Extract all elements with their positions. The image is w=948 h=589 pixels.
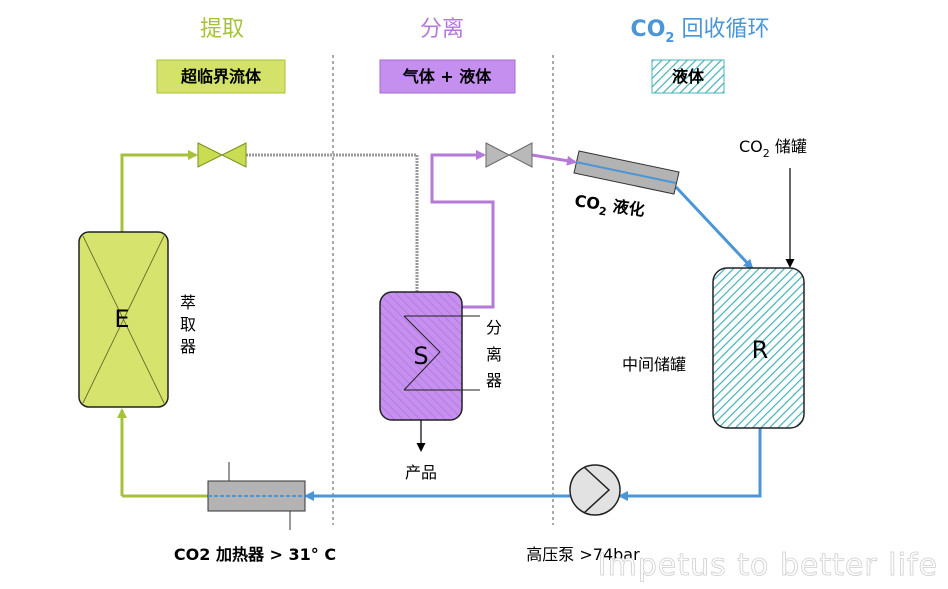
reservoir-label: 中间储罐 — [622, 355, 686, 374]
reservoir-vessel: R — [712, 267, 805, 429]
extractor-vessel: E — [78, 231, 169, 408]
high-pressure-pump-icon — [569, 464, 621, 516]
product-label: 产品 — [405, 463, 437, 482]
watermark: Impetus to better life — [598, 548, 938, 583]
separate-tag: 气体 + 液体 — [402, 67, 493, 86]
pipe-separator-to-valve — [430, 150, 495, 309]
recycle-tag: 液体 — [672, 67, 705, 86]
condenser-label-co: CO — [573, 191, 601, 213]
co2-heater-unit — [207, 462, 306, 530]
co2-storage-co: CO — [739, 137, 763, 156]
valve-extraction-icon — [197, 142, 247, 168]
extract-tag: 超临界流体 — [180, 67, 262, 86]
pipe-valve-to-condenser — [531, 153, 577, 166]
pipe-reservoir-to-pump — [618, 428, 762, 501]
separator-vessel: S — [379, 291, 480, 421]
extractor-letter: E — [114, 305, 129, 333]
condenser-unit — [573, 150, 680, 195]
condenser-label-sub: 2 — [598, 205, 607, 219]
condenser-label-rest: 液化 — [606, 196, 646, 220]
extractor-label-1: 萃 — [180, 293, 196, 312]
pump-label: 高压泵 >74bar — [526, 545, 640, 564]
recycle-title-co: CO — [631, 17, 666, 42]
valve-separation-icon — [485, 142, 533, 168]
pipe-extractor-to-valve — [120, 150, 198, 232]
separator-label-1: 分 — [486, 318, 502, 337]
separate-tag-box — [379, 59, 516, 94]
separator-letter: S — [413, 342, 428, 370]
separator-label-3: 器 — [486, 371, 502, 390]
extractor-label-3: 器 — [180, 337, 196, 356]
extractor-label-2: 取 — [180, 315, 196, 334]
extract-tag-box — [156, 59, 286, 94]
co2-storage-label: CO2 储罐 — [739, 137, 807, 160]
condenser-label: CO2 液化 — [573, 191, 646, 224]
separate-title: 分离 — [420, 17, 464, 42]
heater-label: CO2 加热器 > 31° C — [174, 545, 336, 564]
reservoir-letter: R — [752, 336, 769, 364]
co2-storage-rest: 储罐 — [770, 137, 807, 156]
co2-storage-sub: 2 — [763, 147, 770, 160]
recycle-title: CO2 回收循环 — [631, 17, 770, 46]
recycle-title-rest: 回收循环 — [674, 17, 769, 42]
recycle-title-sub: 2 — [665, 31, 674, 46]
pipe-condenser-to-reservoir — [674, 185, 754, 270]
extract-title: 提取 — [200, 17, 244, 42]
recycle-tag-box — [651, 59, 725, 94]
separator-label-2: 离 — [486, 345, 502, 364]
